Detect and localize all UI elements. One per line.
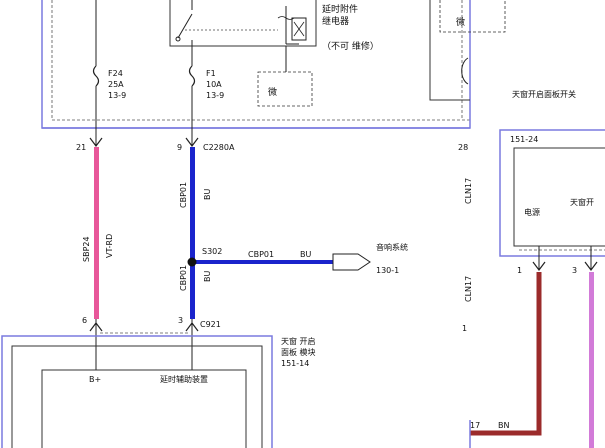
upper-module-frame [41,0,471,129]
wire-bu-horizontal [193,260,333,264]
relay-name-line1: 延时附件 [322,3,358,15]
micro-symbol: 微 [268,86,277,98]
fuse-f24-name: F24 [108,69,123,78]
audio-system-ref: 130-1 [376,266,399,275]
wire-bu-mid-label: BU [300,250,311,259]
module-delay-label: 延时辅助装置 [160,374,208,384]
wire-bu-bottom-label: BU [203,271,212,282]
fuse-f1-ref: 13-9 [206,91,224,100]
audio-system-label: 音响系统 [376,242,408,252]
sunroof-switch-frame [499,129,605,257]
top-right-micro-box [439,0,506,33]
wire-bn-label: BN [498,421,509,430]
module-bplus-label: B+ [89,375,101,384]
module-ref: 151-14 [281,359,309,368]
sunroof-switch-ref: 151-24 [510,135,538,144]
sunroof-right-label: 天窗开 [570,197,594,207]
wire-violet [589,272,594,448]
wire-bu-vertical [190,147,195,319]
module-name-line1: 天窗 开启 [281,336,316,346]
module-name-line2: 面板 模块 [281,347,316,357]
relay-note: （不可 维修） [322,40,379,52]
sunroof-switch-inner [513,147,605,247]
sunroof-power-label: 电源 [524,207,540,217]
fuse-f1-symbol [188,65,196,87]
wire-cln17-a: CLN17 [464,178,473,204]
wire-cbp01-top-label: CBP01 [179,182,188,208]
fuse-f24-symbol [92,65,100,87]
top-right-micro-symbol: 微 [456,16,465,28]
pin-1-mid: 1 [462,324,467,333]
sunroof-switch-title: 天窗开启面板开关 [512,89,576,99]
lower-module-frame [1,335,273,448]
splice-s302 [187,257,197,267]
pin-9: 9 [177,143,182,152]
pin-6: 6 [82,316,87,325]
pin-1-right: 1 [517,266,522,275]
wire-bn [470,272,542,436]
fuse-f24-rating: 25A [108,80,124,89]
fuse-f1-name: F1 [206,69,216,78]
top-right-inner-frame [429,0,470,101]
wire-cbp01-mid-label: CBP01 [248,250,274,259]
wire-sbp24-label: SBP24 [82,236,91,262]
fuse-f24-ref: 13-9 [108,91,126,100]
relay-name-line2: 继电器 [322,15,349,27]
splice-s302-label: S302 [202,247,222,256]
pin-21: 21 [76,143,86,152]
audio-connector-symbol [332,253,371,271]
wire-cbp01-bottom-label: CBP01 [179,265,188,291]
wire-cln17-b: CLN17 [464,276,473,302]
connector-c921: C921 [200,320,221,329]
relay-box [169,0,317,47]
pin-3-right: 3 [572,266,577,275]
connector-c2280a: C2280A [203,143,235,152]
pin-28: 28 [458,143,468,152]
wire-vt-rd [94,147,99,319]
wire-vt-rd-label: VT-RD [105,234,114,258]
pin-17: 17 [470,421,480,430]
wire-bu-top-label: BU [203,189,212,200]
fuse-f1-rating: 10A [206,80,222,89]
micro-box [257,71,313,107]
pin-3: 3 [178,316,183,325]
